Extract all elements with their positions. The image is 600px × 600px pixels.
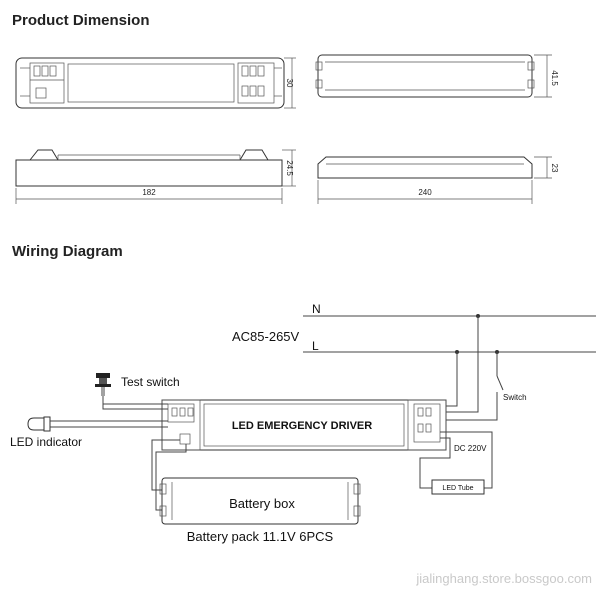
live-label: L: [312, 339, 319, 353]
neutral-label: N: [312, 302, 321, 316]
front-height-dimension: 24.5: [285, 160, 294, 176]
switch-contact: [496, 375, 504, 391]
supply-voltage-label: AC85-265V: [232, 329, 300, 344]
battery-pack-label: Battery pack 11.1V 6PCS: [187, 529, 334, 544]
test-switch: [95, 373, 111, 396]
battery-box: [159, 477, 361, 525]
battery-box-label: Battery box: [229, 496, 295, 511]
product-dimension-heading: Product Dimension: [12, 12, 150, 29]
led-tube-label: LED Tube: [442, 485, 473, 492]
side-top-view-drawing: [315, 54, 552, 98]
led-tube-box: [431, 479, 485, 495]
front-view-drawing: [15, 149, 296, 204]
top-view-drawing: [15, 57, 296, 109]
top-width-dimension: 30: [285, 79, 294, 88]
watermark: jialinghang.store.bossgoo.com: [415, 571, 592, 586]
emergency-driver-box: [161, 399, 447, 451]
side-height-dimension: 23: [550, 164, 559, 173]
led-indicator-label: LED indicator: [10, 435, 82, 449]
test-switch-label: Test switch: [121, 375, 180, 389]
switch-label: Switch: [503, 393, 527, 402]
led-indicator: [27, 416, 168, 432]
wiring-diagram-heading: Wiring Diagram: [12, 243, 123, 260]
side-view-drawing: [317, 156, 552, 204]
front-length-dimension: 182: [142, 188, 156, 197]
dc-output-label: DC 220V: [454, 444, 487, 453]
side-length-dimension: 240: [418, 188, 432, 197]
driver-label: LED EMERGENCY DRIVER: [232, 420, 372, 432]
top-side-dimension: 41.5: [550, 70, 559, 86]
